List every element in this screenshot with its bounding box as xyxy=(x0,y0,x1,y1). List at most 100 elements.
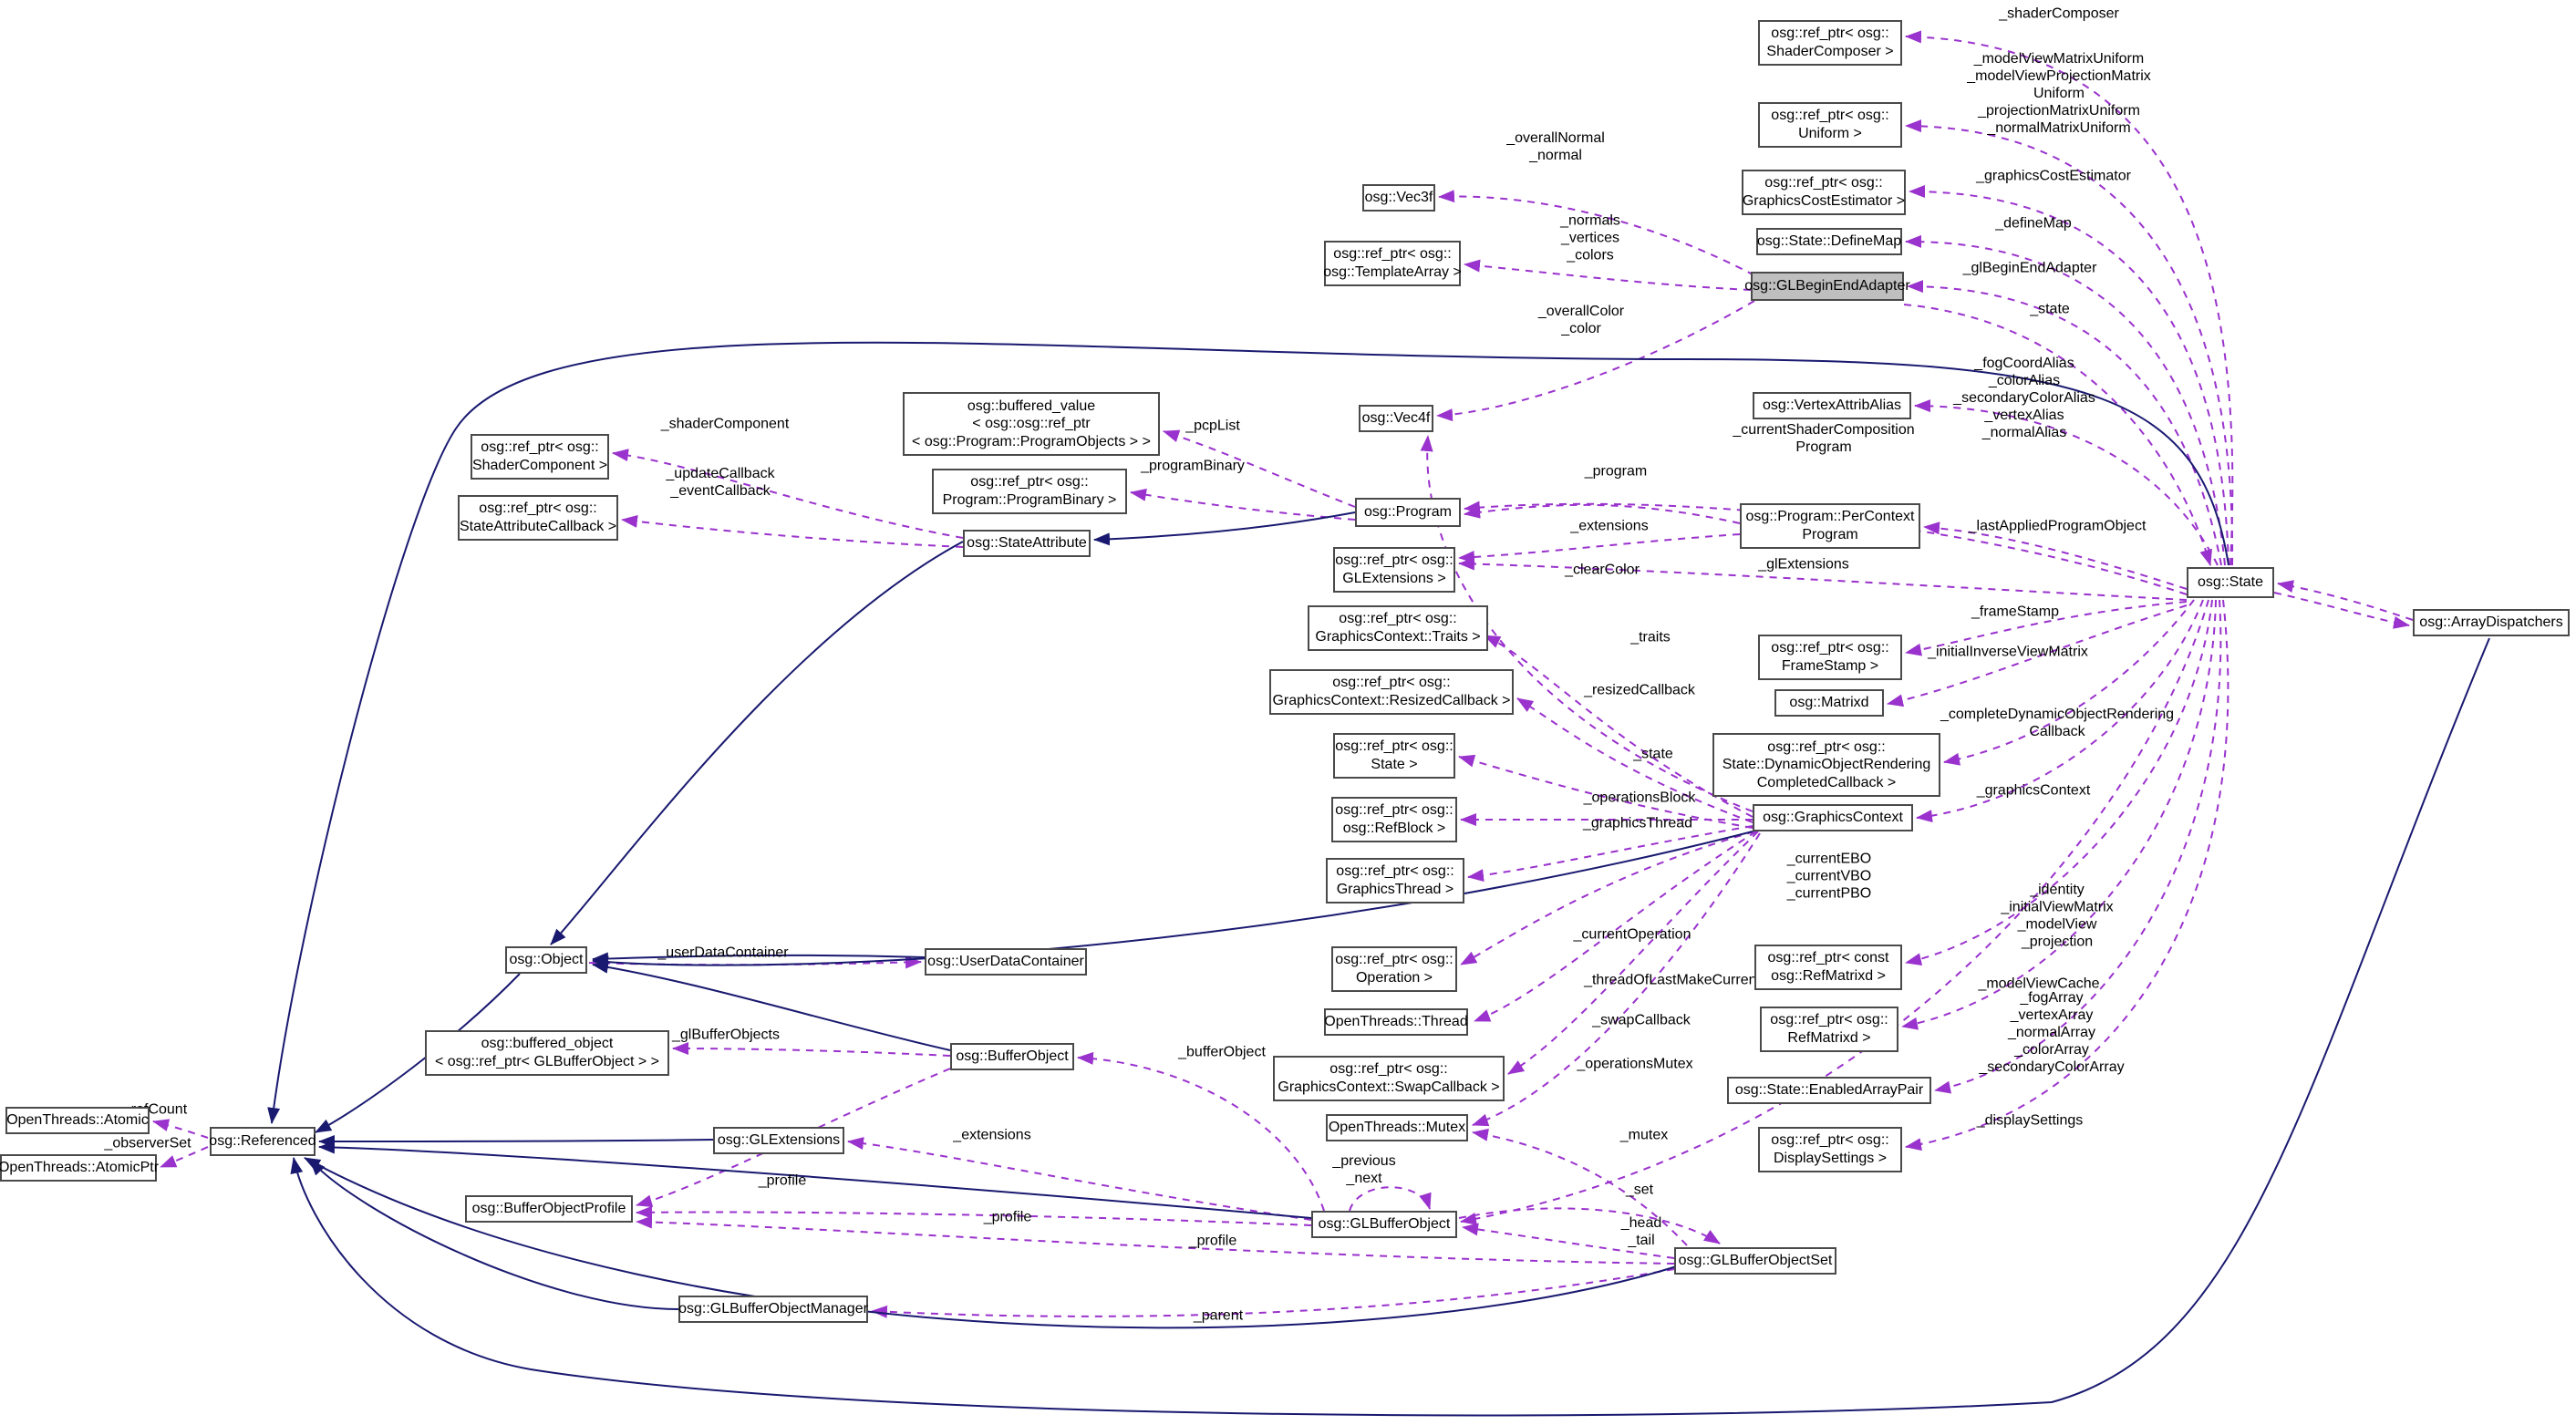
class-node-dorc-callback-ref[interactable]: osg::ref_ptr< osg::State::DynamicObjectR… xyxy=(1712,733,1940,797)
class-node-display-settings-ref[interactable]: osg::ref_ptr< osg::DisplaySettings > xyxy=(1758,1127,1902,1172)
class-node-uniform-ref[interactable]: osg::ref_ptr< osg::Uniform > xyxy=(1758,102,1902,148)
edge-label-line: _swapCallback xyxy=(1592,1012,1691,1028)
inheritance-edge-62 xyxy=(309,1159,679,1310)
class-node-label: osg::ref_ptr< osg:: xyxy=(479,501,597,517)
class-node-label: GraphicsContext::SwapCallback > xyxy=(1278,1079,1500,1095)
class-node-swap-callback-ref[interactable]: osg::ref_ptr< osg::GraphicsContext::Swap… xyxy=(1273,1056,1505,1101)
inheritance-edge-57 xyxy=(592,960,951,1051)
class-node-vertex-attrib-alias[interactable]: osg::VertexAttribAlias xyxy=(1753,392,1911,419)
inheritance-edge-65 xyxy=(290,637,2490,1417)
class-node-buffered-object[interactable]: osg::buffered_object< osg::ref_ptr< GLBu… xyxy=(425,1030,669,1076)
usage-edge-15 xyxy=(1458,533,1741,563)
usage-edge-21 xyxy=(1516,697,1754,823)
edge-label-line: _colors xyxy=(1567,247,1614,263)
usage-edge-43 xyxy=(1077,1051,1325,1212)
class-node-label: ShaderComposer > xyxy=(1766,44,1894,59)
edge-label-line: _defineMap xyxy=(1995,215,2072,232)
class-node-state[interactable]: osg::State xyxy=(2187,567,2274,598)
edge-label: _state xyxy=(1633,747,1673,764)
class-node-gc-traits-ref[interactable]: osg::ref_ptr< osg::GraphicsContext::Trai… xyxy=(1308,605,1488,651)
edge-label-line: _frameStamp xyxy=(1971,604,2060,620)
edge-label: _programBinary xyxy=(1141,459,1245,476)
edge-label: _clearColor xyxy=(1565,563,1640,580)
class-node-vec3f[interactable]: osg::Vec3f xyxy=(1362,184,1435,212)
class-node-frame-stamp-ref[interactable]: osg::ref_ptr< osg::FrameStamp > xyxy=(1758,635,1902,680)
class-node-label: osg::State::EnabledArrayPair xyxy=(1734,1082,1924,1099)
edge-label-line: _extensions xyxy=(953,1127,1031,1143)
class-node-label: osg::Object xyxy=(509,952,584,968)
class-node-ref-block-ref[interactable]: osg::ref_ptr< osg::osg::RefBlock > xyxy=(1331,797,1457,842)
class-node-buffer-object[interactable]: osg::BufferObject xyxy=(950,1043,1074,1070)
class-node-graphics-thread-ref[interactable]: osg::ref_ptr< osg::GraphicsThread > xyxy=(1326,858,1464,904)
class-node-enabled-array-pair[interactable]: osg::State::EnabledArrayPair xyxy=(1727,1077,1931,1104)
class-node-label: osg::ref_ptr< osg:: xyxy=(1771,640,1889,656)
usage-edge-52 xyxy=(152,1119,209,1139)
class-node-operation-ref[interactable]: osg::ref_ptr< osg::Operation > xyxy=(1331,946,1457,992)
class-node-matrixd[interactable]: osg::Matrixd xyxy=(1774,689,1884,717)
class-node-gl-extensions-ref[interactable]: osg::ref_ptr< osg::GLExtensions > xyxy=(1333,547,1455,593)
class-node-state-ref[interactable]: osg::ref_ptr< osg::State > xyxy=(1333,733,1455,779)
usage-edge-46 xyxy=(636,1215,1675,1265)
class-node-define-map[interactable]: osg::State::DefineMap xyxy=(1756,228,1902,255)
edge-label-line: _threadOfLastMakeCurrent xyxy=(1584,972,1761,988)
edge-label-line: _secondaryColorAlias xyxy=(1953,389,2095,406)
class-node-user-data-container[interactable]: osg::UserDataContainer xyxy=(925,948,1087,976)
class-node-graphics-context[interactable]: osg::GraphicsContext xyxy=(1753,804,1913,831)
class-node-state-attribute-callback-ref[interactable]: osg::ref_ptr< osg::StateAttributeCallbac… xyxy=(458,495,618,541)
edge-label: _fogCoordAlias_colorAlias_secondaryColor… xyxy=(1953,356,2095,441)
edge-label-line: _traits xyxy=(1630,629,1671,645)
class-node-shader-component-ref[interactable]: osg::ref_ptr< osg::ShaderComponent > xyxy=(471,434,609,480)
edge-label-line: _lastAppliedProgramObject xyxy=(1968,518,2147,534)
usage-edge-1 xyxy=(1905,119,2234,566)
class-node-vec4f[interactable]: osg::Vec4f xyxy=(1359,405,1433,432)
usage-edge-27 xyxy=(1943,599,2195,766)
usage-edge-3 xyxy=(1905,234,2226,566)
class-node-thread[interactable]: OpenThreads::Thread xyxy=(1324,1008,1468,1036)
class-node-gc-resized-callback-ref[interactable]: osg::ref_ptr< osg::GraphicsContext::Resi… xyxy=(1269,669,1514,715)
class-node-label: osg::ref_ptr< osg:: xyxy=(1335,802,1454,819)
class-node-buffered-value[interactable]: osg::buffered_value< osg::osg::ref_ptr< … xyxy=(903,392,1160,456)
usage-edge-10 xyxy=(1163,429,1356,508)
edge-label-line: _program xyxy=(1584,463,1648,480)
class-node-atomic-ptr[interactable]: OpenThreads::AtomicPtr xyxy=(0,1154,159,1182)
edge-label: _observerSet xyxy=(104,1136,191,1153)
class-node-label: osg::GLBufferObjectSet xyxy=(1678,1253,1833,1269)
class-node-gl-begin-end-adapter[interactable]: osg::GLBeginEndAdapter xyxy=(1744,272,1910,301)
edge-label-line: _normalMatrixUniform xyxy=(1987,119,2131,136)
usage-edge-17 xyxy=(1436,300,1755,422)
edge-label: _modelViewMatrixUniform_modelViewProject… xyxy=(1967,51,2151,137)
class-node-label: osg::Referenced xyxy=(209,1133,316,1150)
class-node-array-dispatchers[interactable]: osg::ArrayDispatchers xyxy=(2413,609,2570,636)
edge-label: _profile xyxy=(759,1173,806,1191)
edge-label-line: _identity xyxy=(2030,882,2085,898)
edge-label: _frameStamp xyxy=(1971,604,2059,622)
class-node-state-attribute[interactable]: osg::StateAttribute xyxy=(963,530,1091,557)
class-node-atomic[interactable]: OpenThreads::Atomic xyxy=(5,1107,150,1134)
edge-label-line: _normalAlias xyxy=(1981,424,2067,440)
edge-label: _normals_vertices_colors xyxy=(1560,213,1620,265)
class-node-label: osg::State xyxy=(2197,574,2264,591)
class-node-referenced[interactable]: osg::Referenced xyxy=(209,1127,316,1156)
class-node-gl-extensions[interactable]: osg::GLExtensions xyxy=(713,1127,844,1154)
class-node-gl-buffer-object-set[interactable]: osg::GLBufferObjectSet xyxy=(1674,1247,1836,1275)
class-node-buffer-object-profile[interactable]: osg::BufferObjectProfile xyxy=(465,1195,633,1223)
class-node-program[interactable]: osg::Program xyxy=(1355,498,1461,527)
class-node-program-binary-ref[interactable]: osg::ref_ptr< osg::Program::ProgramBinar… xyxy=(932,469,1127,514)
edge-label: _userDataContainer xyxy=(657,945,788,963)
class-node-label: osg::VertexAttribAlias xyxy=(1762,398,1902,414)
class-node-mutex[interactable]: OpenThreads::Mutex xyxy=(1326,1114,1468,1141)
class-node-gl-buffer-object[interactable]: osg::GLBufferObject xyxy=(1311,1211,1457,1238)
class-node-graphics-cost-estimator-ref[interactable]: osg::ref_ptr< osg::GraphicsCostEstimator… xyxy=(1742,170,1906,215)
edge-label-line: _glBufferObjects xyxy=(672,1027,780,1043)
class-node-label: osg::RefBlock > xyxy=(1342,821,1446,836)
edge-label-line: _head xyxy=(1620,1215,1662,1232)
class-node-ref-matrixd-ref[interactable]: osg::ref_ptr< osg::RefMatrixd > xyxy=(1760,1007,1898,1052)
class-node-object[interactable]: osg::Object xyxy=(505,946,587,974)
class-node-label: osg::ref_ptr< osg:: xyxy=(1770,1012,1888,1028)
class-node-gl-buffer-object-manager[interactable]: osg::GLBufferObjectManager xyxy=(678,1296,868,1323)
class-node-shader-composer-ref[interactable]: osg::ref_ptr< osg::ShaderComposer > xyxy=(1758,20,1902,66)
class-node-template-array-ref[interactable]: osg::ref_ptr< osg::osg::TemplateArray > xyxy=(1323,241,1462,286)
edge-label: _operationsBlock xyxy=(1584,790,1696,808)
